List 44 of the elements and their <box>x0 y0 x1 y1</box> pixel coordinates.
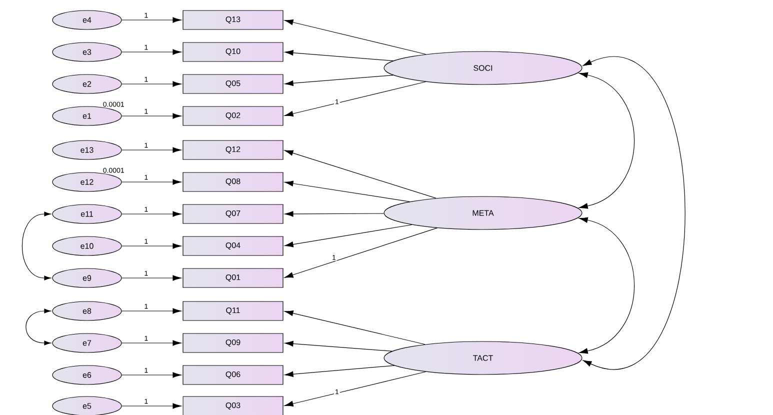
covariance-arrow <box>582 56 686 370</box>
arrow <box>122 275 182 281</box>
arrow <box>122 308 182 314</box>
covariance-arrow <box>22 212 52 280</box>
arrow <box>122 179 182 185</box>
variable-box: Q05 <box>182 74 284 94</box>
arrow <box>122 49 182 55</box>
variable-box: Q10 <box>182 42 284 62</box>
variable-box: Q11 <box>182 301 284 321</box>
arrow <box>122 17 182 23</box>
arrow <box>122 81 182 87</box>
arrow <box>284 180 410 202</box>
arrow <box>122 372 182 378</box>
arrow <box>122 243 182 249</box>
variable-box: Q04 <box>182 236 284 256</box>
arrow <box>122 403 182 409</box>
arrow <box>284 371 426 406</box>
arrow <box>284 81 426 116</box>
arrow <box>122 147 182 153</box>
arrow <box>284 224 412 248</box>
covariance-arrow <box>579 217 635 354</box>
arrow <box>122 340 182 346</box>
arrow <box>122 113 182 119</box>
variable-box: Q02 <box>182 106 284 126</box>
arrow <box>284 310 426 345</box>
arrow <box>284 211 384 217</box>
covariance-arrow <box>26 308 52 346</box>
variable-box: Q08 <box>182 172 284 192</box>
arrow <box>284 50 394 62</box>
arrow <box>284 74 394 86</box>
variable-box: Q13 <box>182 10 284 30</box>
arrow <box>284 365 395 377</box>
arrow <box>122 211 182 217</box>
arrow <box>284 340 393 352</box>
arrow <box>284 20 426 55</box>
variable-box: Q12 <box>182 140 284 160</box>
variable-box: Q03 <box>182 396 284 415</box>
variable-box: Q09 <box>182 333 284 353</box>
variable-box: Q01 <box>182 268 284 288</box>
covariance-arrow <box>579 72 635 209</box>
arrow <box>284 228 438 278</box>
variable-box: Q06 <box>182 365 284 385</box>
arrow <box>284 150 436 198</box>
variable-box: Q07 <box>182 204 284 224</box>
